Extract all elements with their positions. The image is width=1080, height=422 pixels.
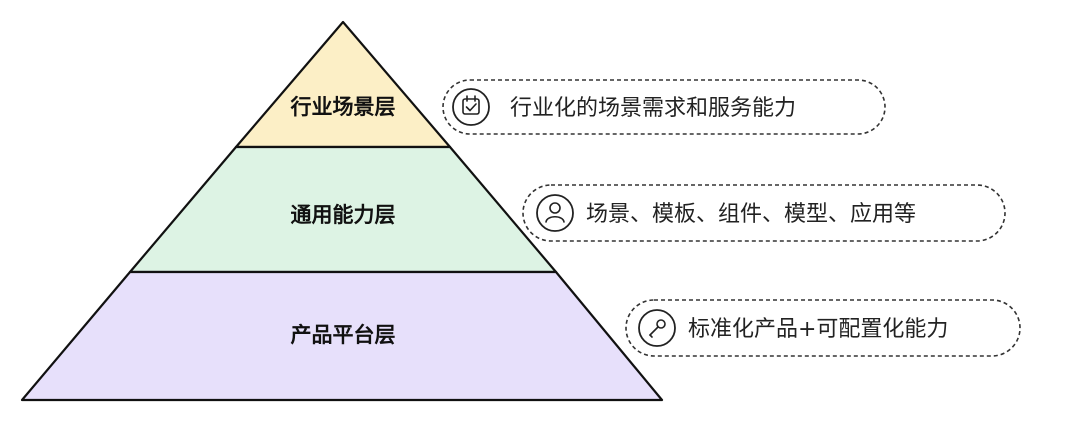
wrench-icon bbox=[638, 309, 676, 347]
layer-label-industry-scene: 行业场景层 bbox=[290, 95, 396, 119]
calendar-check-icon bbox=[452, 88, 490, 126]
callout-text: 标准化产品+可配置化能力 bbox=[688, 317, 948, 342]
callout-pill bbox=[442, 79, 886, 135]
callout-text: 场景、模板、组件、模型、应用等 bbox=[586, 202, 916, 227]
layer-industry-scene bbox=[234, 20, 452, 149]
callout-pill bbox=[522, 184, 1006, 242]
callout-general-capability: 场景、模板、组件、模型、应用等 bbox=[522, 184, 1006, 242]
pyramid: 行业场景层 通用能力层 产品平台层 bbox=[20, 20, 664, 402]
callout-text: 行业化的场景需求和服务能力 bbox=[510, 96, 796, 121]
layer-label-product-platform: 产品平台层 bbox=[291, 323, 396, 347]
callout-industry-scene: 行业化的场景需求和服务能力 bbox=[442, 79, 886, 135]
callout-product-platform: 标准化产品+可配置化能力 bbox=[625, 299, 1021, 357]
callout-pill bbox=[625, 299, 1021, 357]
user-icon bbox=[536, 194, 574, 232]
layer-label-general-capability: 通用能力层 bbox=[291, 203, 396, 227]
layer-product-platform bbox=[20, 270, 664, 402]
